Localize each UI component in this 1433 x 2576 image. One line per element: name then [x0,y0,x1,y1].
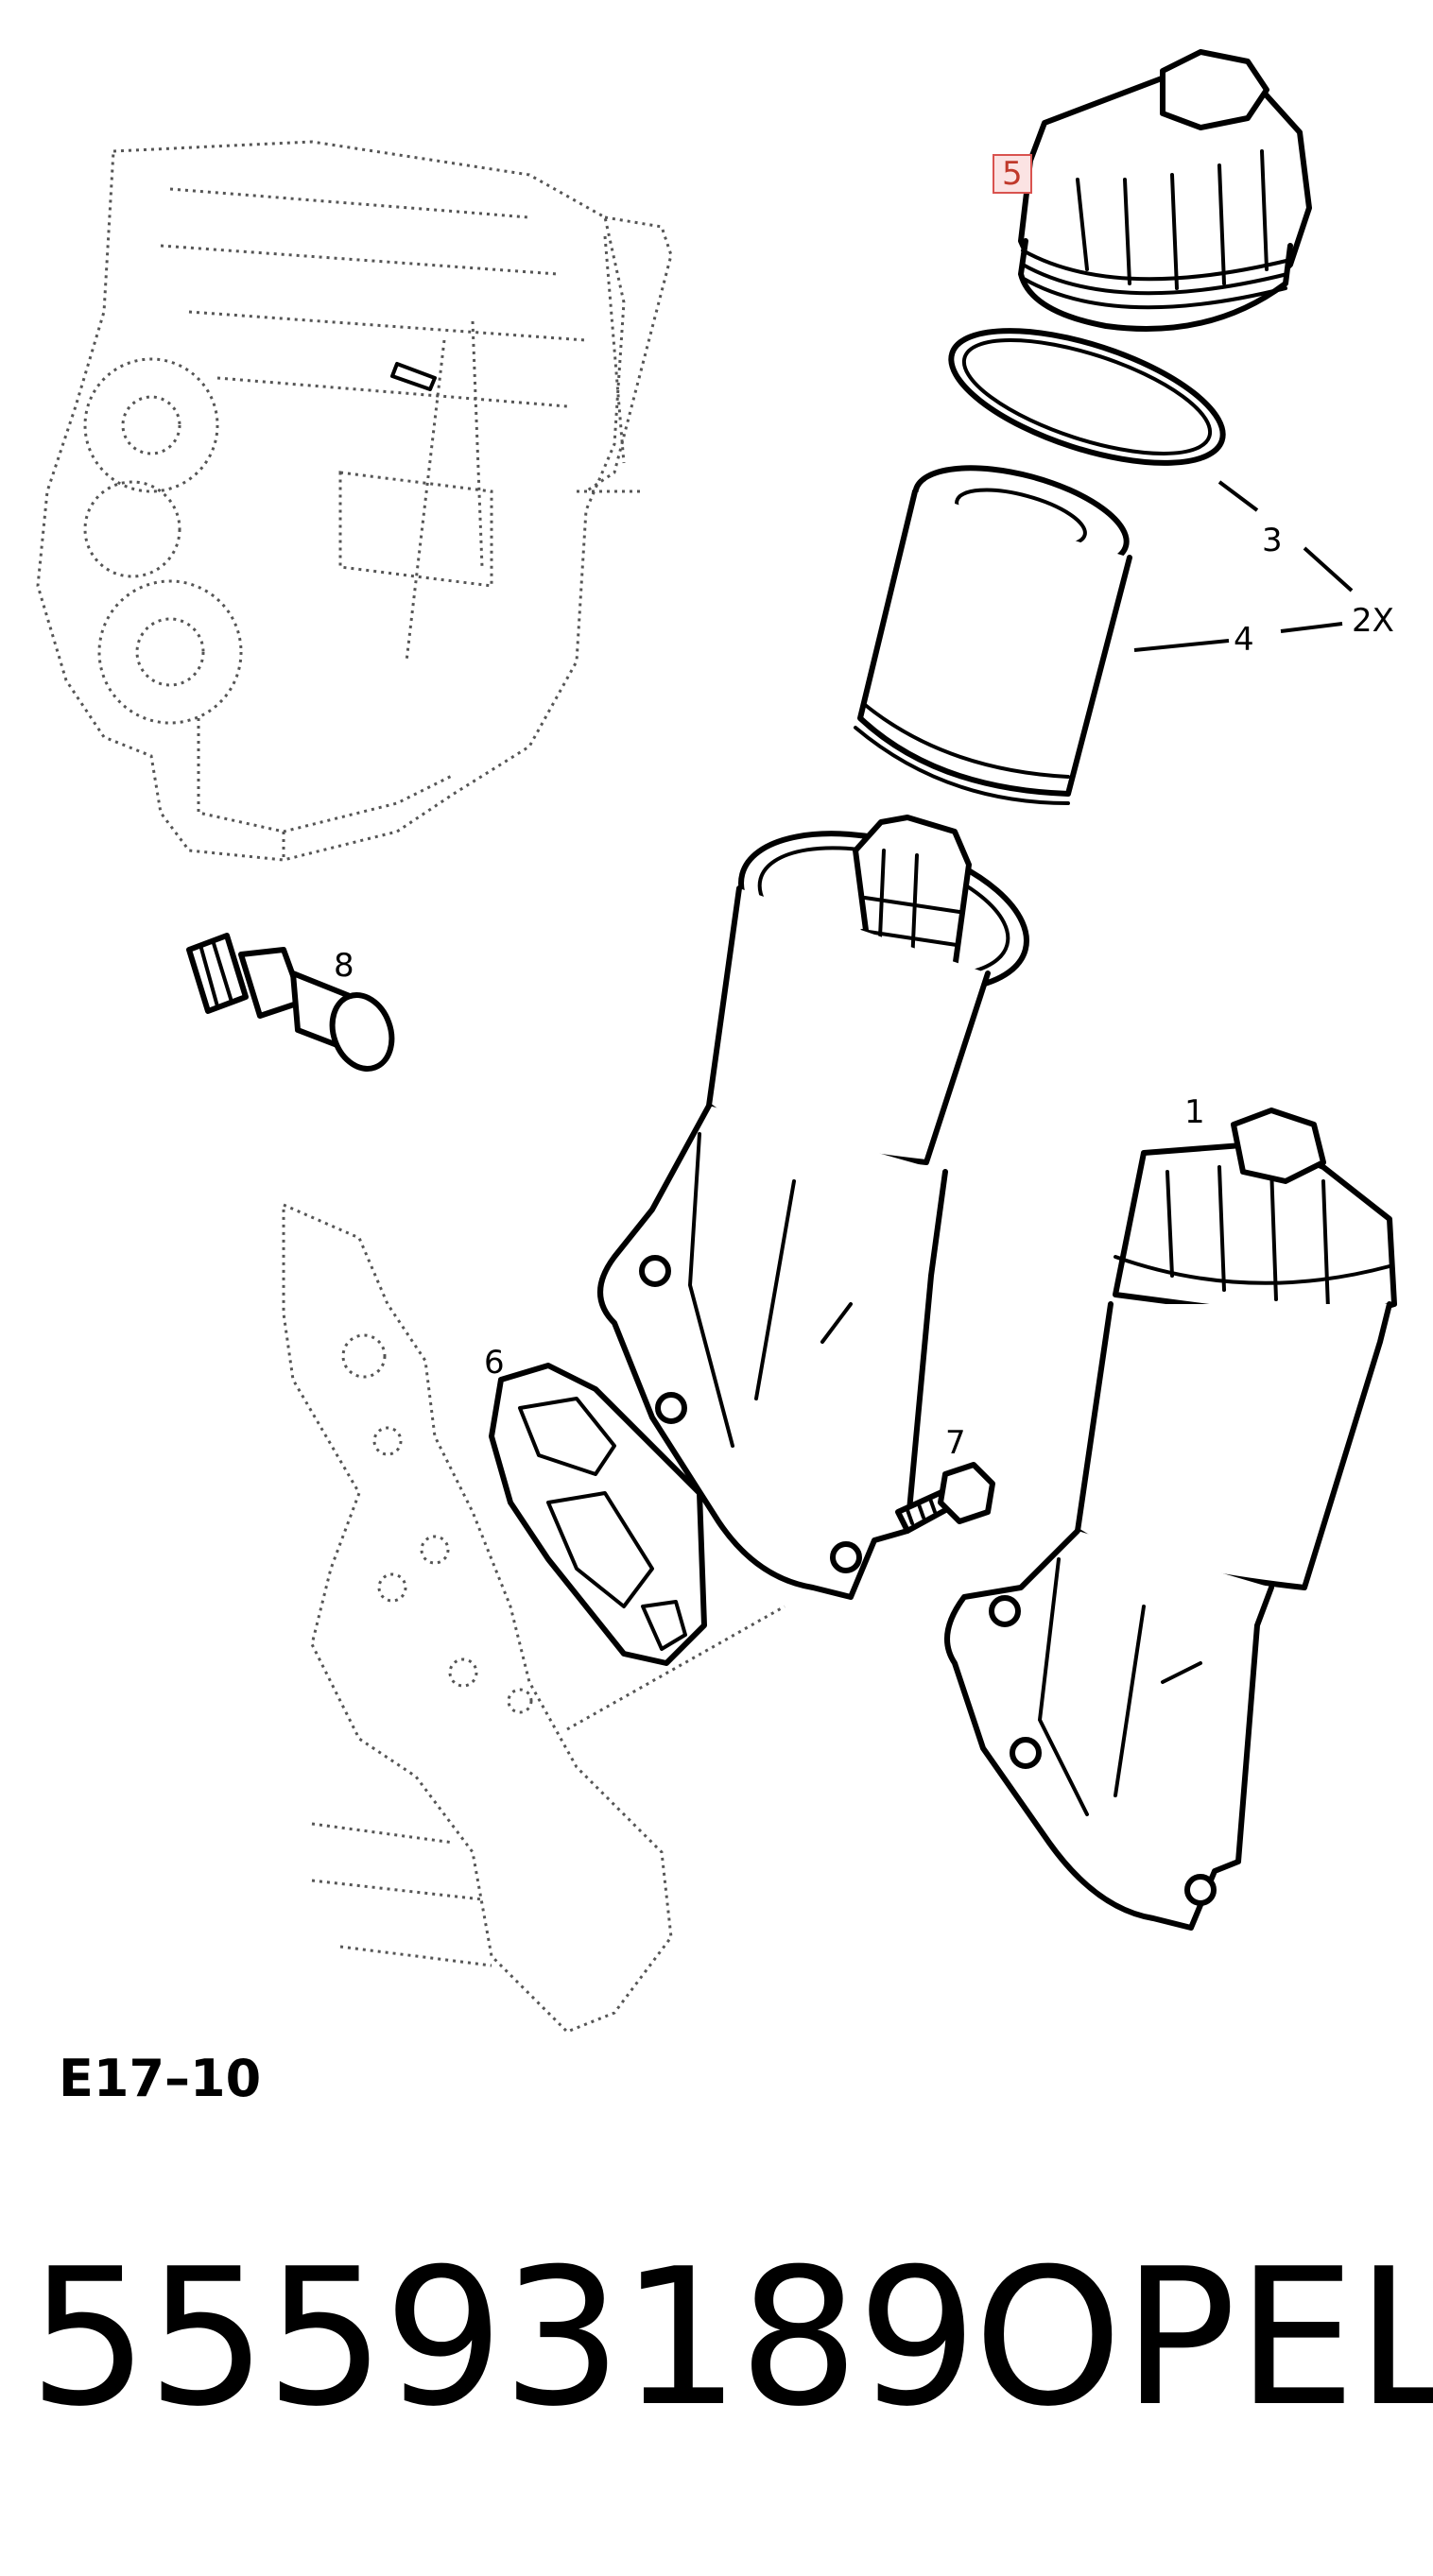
mounting-bolt [895,1462,995,1534]
callout-5-highlighted[interactable]: 5 [993,154,1032,194]
engine-block-section [282,1202,786,2034]
callout-2x[interactable]: 2X [1352,602,1394,640]
oil-filter-housing [597,815,1029,1600]
filter-element [854,465,1132,805]
oil-pressure-switch [186,933,395,1072]
callout-8[interactable]: 8 [334,947,354,985]
o-ring-seal [948,328,1226,466]
filter-assembly [944,1108,1397,1931]
callout-6[interactable]: 6 [484,1344,505,1382]
callout-4[interactable]: 4 [1234,621,1254,659]
brand-name: OPEL [974,2228,1433,2448]
part-number: 55593189 [28,2228,977,2448]
callout-3[interactable]: 3 [1262,522,1283,559]
leader-lines [1133,480,1354,652]
housing-gasket [489,1363,707,1666]
callout-7[interactable]: 7 [945,1424,966,1462]
filter-cap [1018,49,1312,332]
engine-illustration [36,140,673,862]
callout-1[interactable]: 1 [1184,1093,1205,1131]
diagram-code: E17–10 [59,2049,262,2108]
